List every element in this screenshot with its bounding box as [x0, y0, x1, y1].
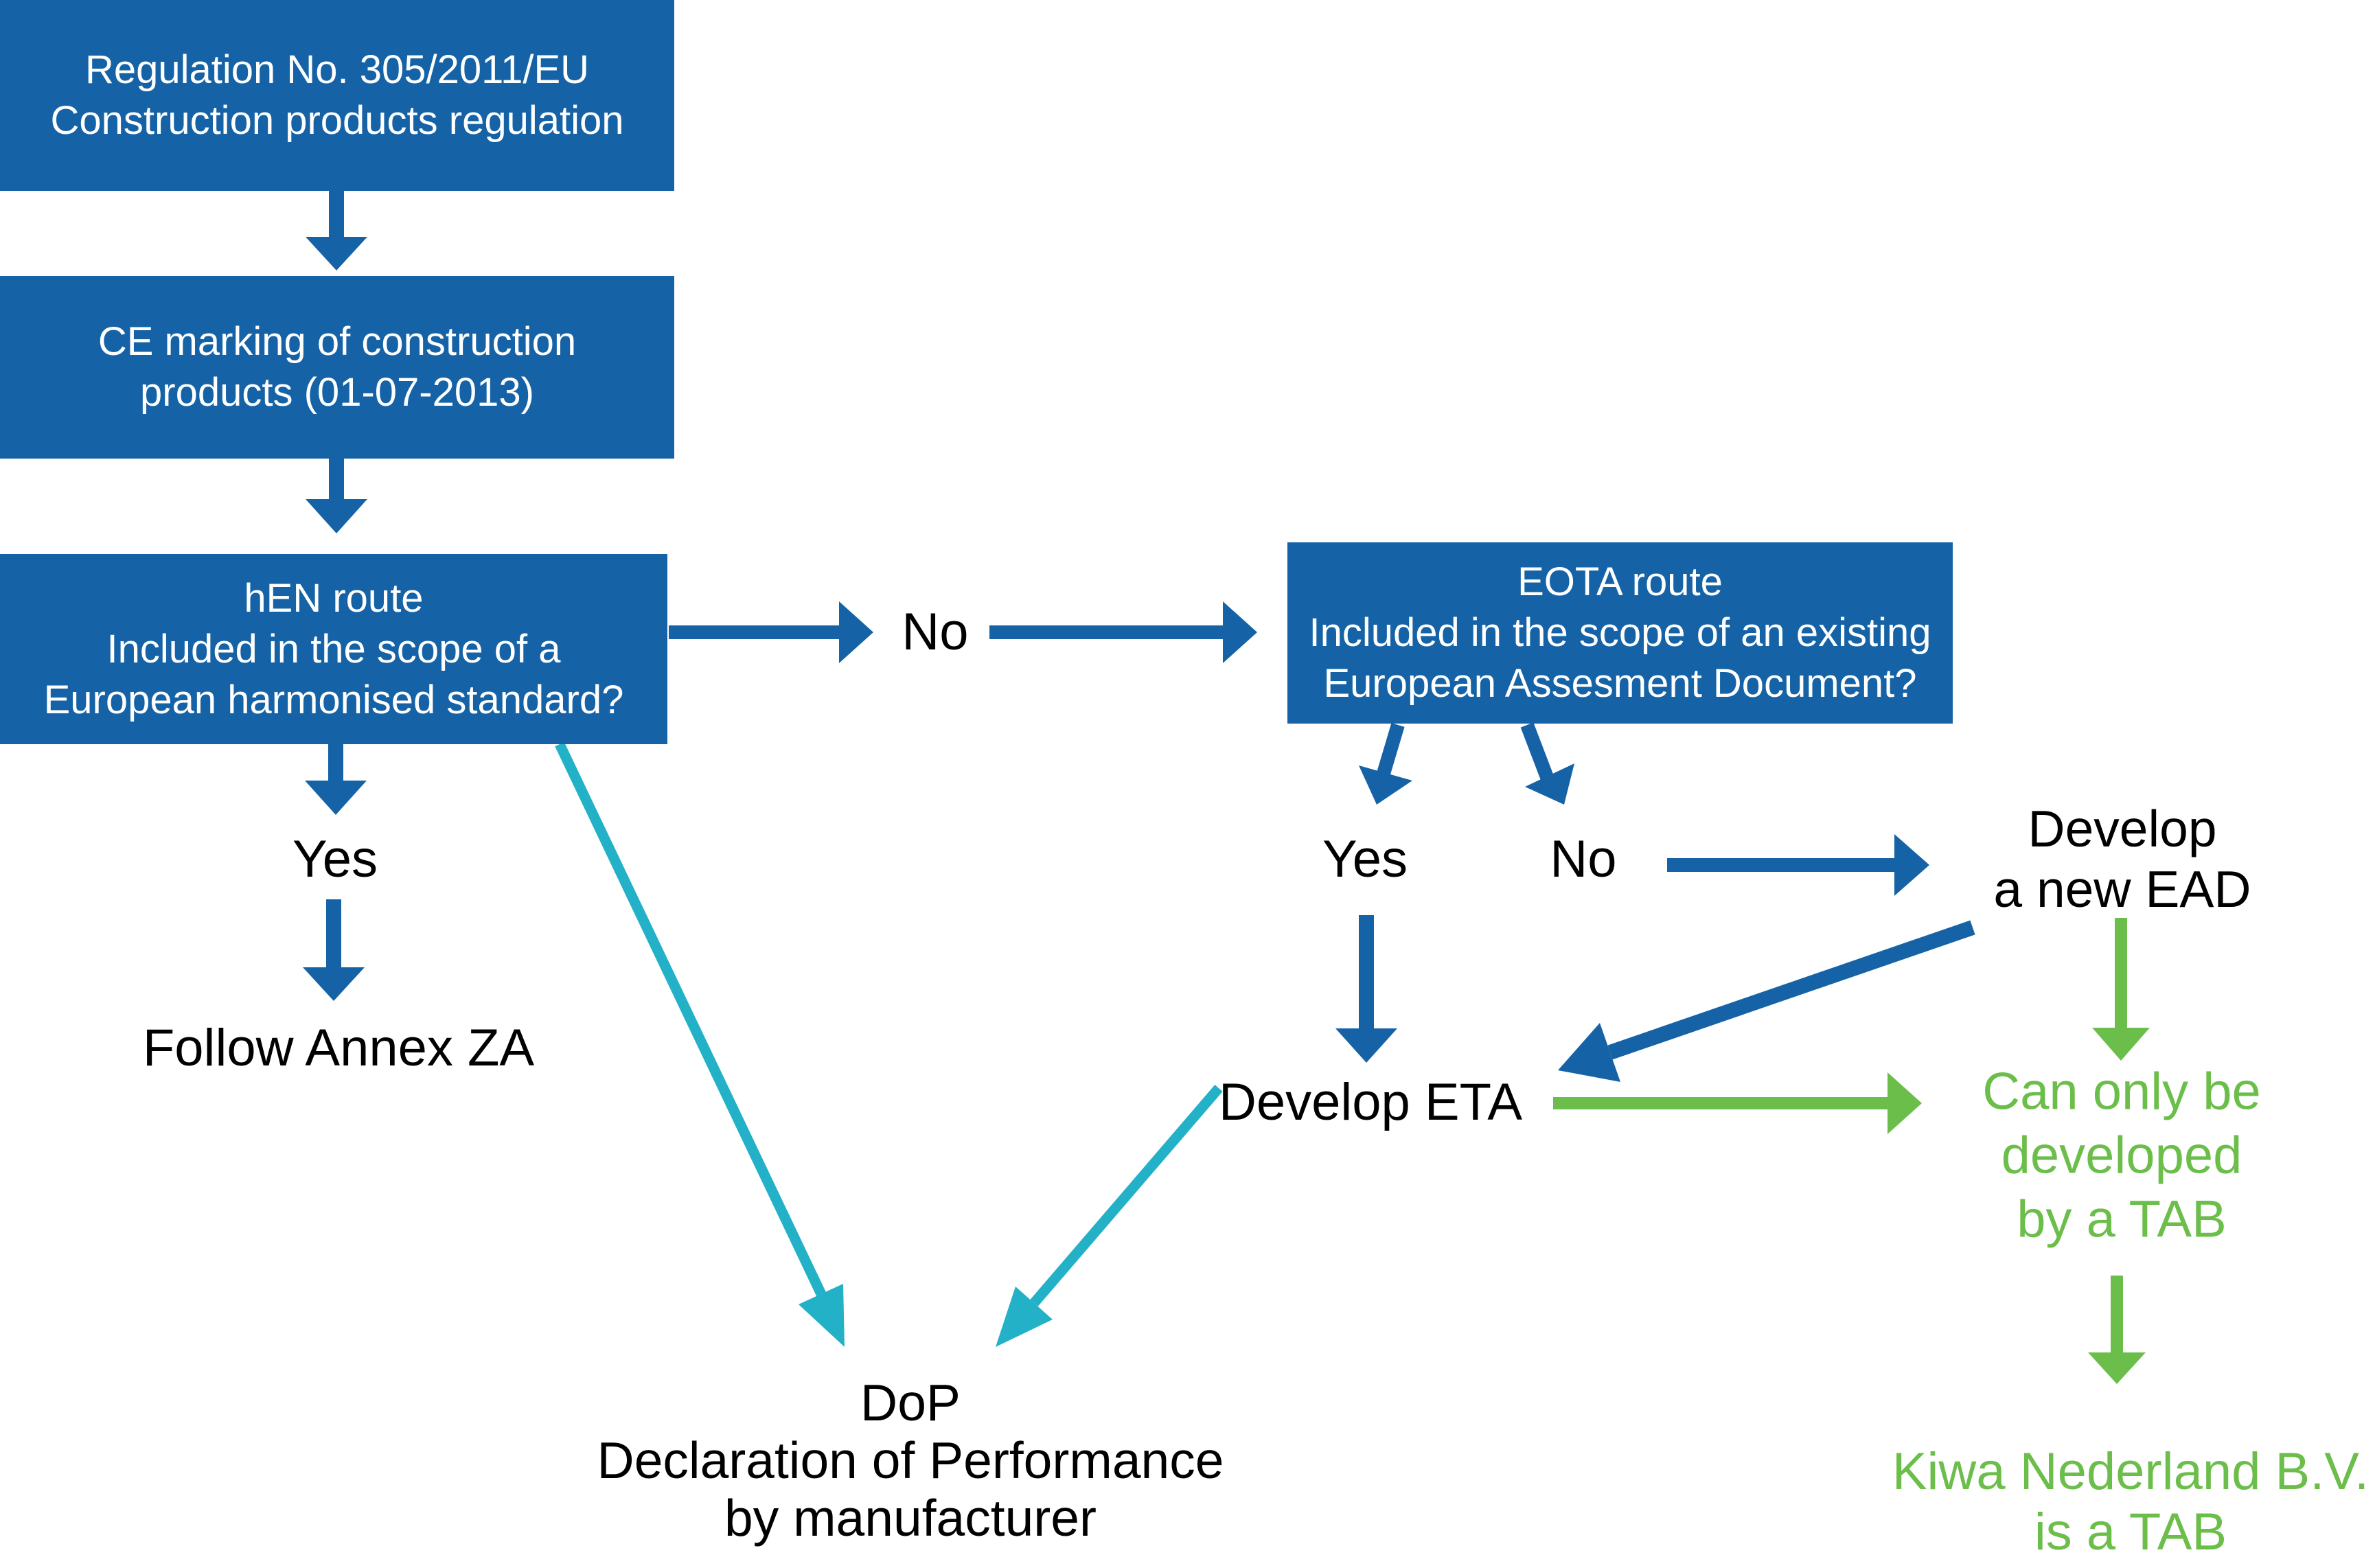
box-hen-route-line3: European harmonised standard?	[43, 677, 624, 722]
label-dop: DoP Declaration of Performance by manufa…	[597, 1374, 1224, 1547]
label-can-only-tab-line3: by a TAB	[2017, 1190, 2227, 1249]
arrow-develop-ead-to-develop-eta	[1558, 920, 1975, 1082]
box-ce-marking-line2: products (01-07-2013)	[140, 370, 534, 415]
box-eota-route-line1: EOTA route	[1517, 560, 1723, 604]
label-develop-ead: Develop a new EAD	[1993, 798, 2251, 919]
arrow-develop-eta-to-dop	[996, 1085, 1223, 1347]
arrow-eota-route-to-no	[1520, 722, 1574, 805]
label-develop-ead-line1: Develop	[2028, 800, 2217, 857]
label-kiwa-line1: Kiwa Nederland B.V.	[1892, 1442, 2370, 1501]
box-eota-route-line3: European Assesment Document?	[1323, 661, 1917, 706]
box-hen-route-line1: hEN route	[244, 575, 424, 621]
arrow-hen-route-to-no	[669, 601, 873, 663]
label-can-only-tab-line1: Can only be	[1982, 1062, 2261, 1121]
arrow-ce-marking-to-hen-route	[306, 459, 367, 533]
arrow-regulation-to-ce-marking	[306, 191, 367, 270]
arrow-can-only-tab-to-kiwa	[2088, 1276, 2146, 1384]
label-dop-line3: by manufacturer	[724, 1489, 1097, 1547]
label-no-eota: No	[1550, 830, 1617, 888]
label-develop-ead-line2: a new EAD	[1993, 860, 2251, 918]
label-yes-hen: Yes	[292, 830, 378, 888]
label-no-hen: No	[902, 603, 969, 661]
label-yes-eota: Yes	[1322, 830, 1408, 888]
box-hen-route: hEN route Included in the scope of a Eur…	[0, 554, 667, 744]
label-kiwa: Kiwa Nederland B.V. is a TAB	[1892, 1442, 2369, 1563]
label-dop-line1: DoP	[860, 1374, 961, 1431]
arrow-develop-ead-to-can-only-tab	[2092, 918, 2150, 1061]
box-ce-marking-line1: CE marking of construction	[97, 319, 577, 364]
label-develop-eta: Develop ETA	[1218, 1073, 1523, 1131]
label-can-only-tab-line2: developed	[2001, 1126, 2242, 1185]
box-eota-route: EOTA route Included in the scope of an e…	[1287, 542, 1953, 724]
arrow-develop-eta-to-can-only-tab	[1553, 1072, 1922, 1134]
arrow-hen-route-to-dop	[555, 741, 845, 1347]
arrow-yes-to-follow-annex-za	[303, 899, 365, 1001]
box-regulation-line2: Construction products regulation	[50, 98, 624, 143]
arrow-hen-route-to-yes	[305, 744, 367, 815]
arrow-yes-eota-to-develop-eta	[1335, 915, 1397, 1063]
box-regulation-line1: Regulation No. 305/2011/EU	[84, 47, 590, 92]
box-hen-route-line2: Included in the scope of a	[106, 626, 561, 671]
box-eota-route-line2: Included in the scope of an existing	[1309, 610, 1931, 655]
label-dop-line2: Declaration of Performance	[597, 1431, 1224, 1489]
box-ce-marking: CE marking of construction products (01-…	[0, 276, 674, 459]
arrow-no-eota-to-develop-ead	[1667, 834, 1929, 896]
arrow-eota-route-to-yes	[1359, 723, 1412, 805]
label-can-only-tab: Can only be developed by a TAB	[1982, 1060, 2261, 1252]
arrow-no-to-eota-route	[989, 601, 1257, 663]
label-follow-annex-za: Follow Annex ZA	[142, 1019, 535, 1077]
box-regulation: Regulation No. 305/2011/EU Construction …	[0, 0, 674, 191]
label-kiwa-line2: is a TAB	[2034, 1503, 2227, 1561]
